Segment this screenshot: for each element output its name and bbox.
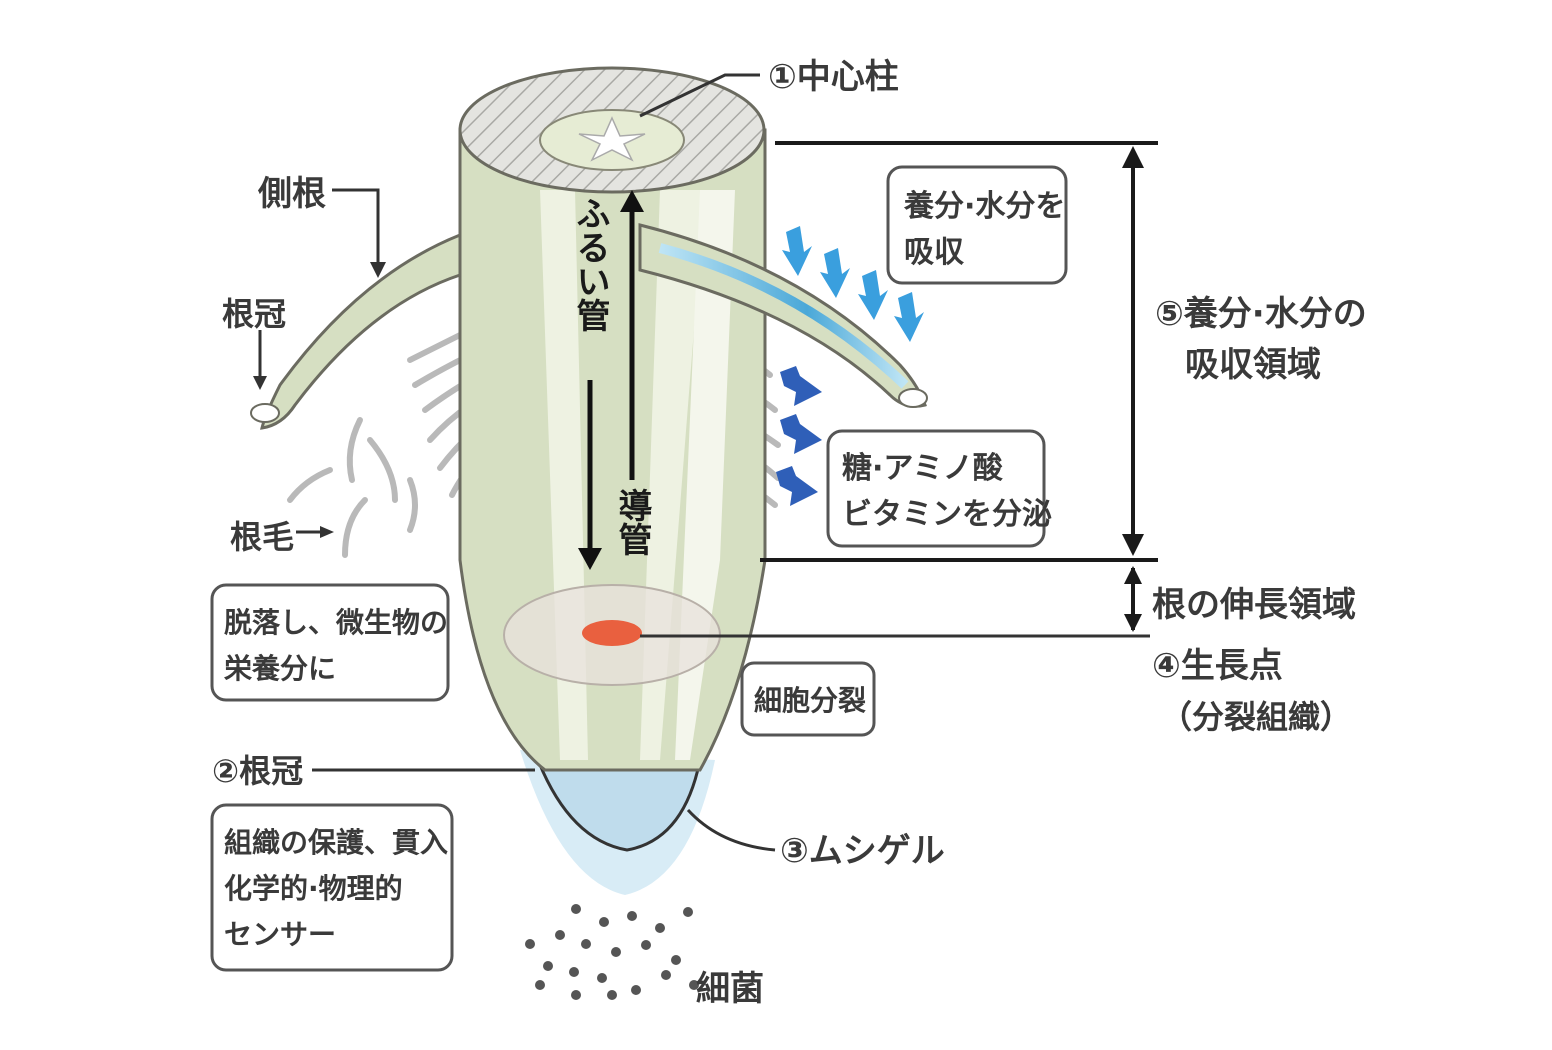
protect-box-line1: 組織の保護、貫入 (224, 826, 448, 859)
sieve-tube-label: ふるい管 (570, 196, 610, 332)
bacteria-label: 細菌 (696, 969, 764, 1009)
growing-point-label: ④生長点 (1152, 646, 1283, 686)
secrete-box (826, 429, 1046, 548)
vessel-label: 導管 (612, 488, 652, 556)
root-hair-label: 根毛 (230, 518, 294, 556)
root-cap-shape (535, 758, 702, 852)
absorb-box-line2: 吸収 (904, 235, 965, 270)
root-cap-label: ②根冠 (212, 752, 303, 790)
protect-box-line3: センサー (224, 918, 336, 951)
absorb-arrows (782, 226, 924, 342)
lateral-root-right (638, 223, 927, 408)
absorption-zone-label-line1: ⑤養分·水分の (1155, 294, 1367, 334)
lateral-root-vessel (658, 243, 909, 389)
protect-box (210, 803, 454, 972)
lateral-root-cap-label: 根冠 (222, 295, 286, 333)
vessel-arrow (620, 190, 644, 480)
zone-brackets (760, 141, 1158, 632)
growing-point-sub-label: （分裂組織） (1160, 698, 1352, 736)
slough-box-line1: 脱落し、微生物の (224, 606, 448, 639)
slough-box-line2: 栄養分に (224, 652, 336, 685)
secrete-box-line2: ビタミンを分泌 (842, 497, 1052, 532)
slough-box (210, 583, 450, 702)
stele-label: ①中心柱 (768, 57, 899, 97)
mucigel-label: ③ムシゲル (780, 831, 945, 871)
secrete-box-line1: 糖·アミノ酸 (842, 451, 1004, 486)
lateral-root-left (260, 232, 462, 430)
elongation-zone-label: 根の伸長領域 (1152, 585, 1356, 625)
absorption-zone-label-line2: 吸収領域 (1185, 345, 1321, 385)
absorb-box (886, 165, 1068, 285)
sieve-tube-arrow (578, 380, 602, 570)
growing-point-dot (582, 620, 642, 646)
cell-division-label: 細胞分裂 (754, 684, 866, 717)
lateral-root-label: 側根 (257, 174, 326, 214)
secrete-arrows (776, 366, 822, 506)
absorb-box-line1: 養分·水分を (903, 189, 1065, 224)
leader-lines (253, 73, 1150, 852)
xylem-star (578, 116, 646, 162)
cell-division-box (740, 661, 876, 737)
bacteria-dots (525, 904, 699, 1000)
protect-box-line2: 化学的·物理的 (224, 872, 403, 905)
